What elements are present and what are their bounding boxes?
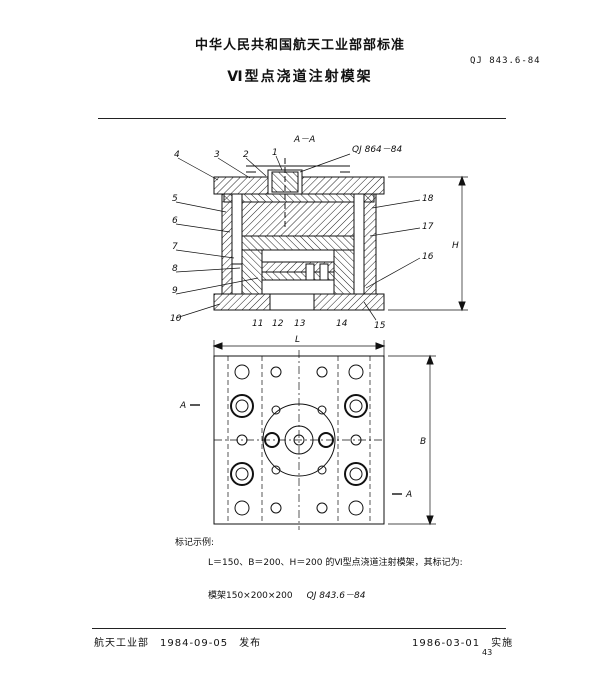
dimension-B: B	[420, 437, 426, 447]
section-view	[213, 158, 468, 312]
part-number-6: 6	[172, 216, 178, 226]
dimension-L: L	[295, 335, 300, 345]
part-number-7: 7	[172, 242, 178, 252]
part-number-1: 1	[272, 148, 278, 158]
section-label: A－A	[293, 135, 315, 145]
part-number-3: 3	[214, 150, 220, 160]
part-number-2: 2	[243, 150, 249, 160]
marking-example-text: L＝150、B＝200、H＝200 的Ⅵ型点浇道注射模架，其标记为:	[208, 558, 463, 568]
part-number-9: 9	[172, 286, 178, 296]
marking-example-title: 标记示例:	[175, 538, 215, 548]
part-number-5: 5	[172, 194, 178, 204]
part-number-16: 16	[422, 252, 434, 262]
plan-view	[190, 340, 436, 530]
section-mark-right: A	[405, 490, 412, 500]
marking-example-label: 模架150×200×200	[208, 591, 293, 601]
part-number-10: 10	[170, 314, 182, 324]
dimension-H: H	[452, 241, 459, 251]
part-number-11: 11	[252, 319, 263, 329]
footer-rule	[92, 628, 506, 629]
standard-number: QJ 843.6-84	[470, 56, 541, 66]
part-number-15: 15	[374, 321, 386, 331]
part-number-13: 13	[294, 319, 306, 329]
section-mark-left: A	[179, 401, 186, 411]
part-number-8: 8	[172, 264, 178, 274]
issue-date: 航天工业部 1984-09-05 发布	[94, 638, 262, 649]
part-leaders	[175, 153, 421, 321]
marking-example-code: QJ 843.6－84	[306, 591, 366, 601]
standard-org-title: 中华人民共和国航天工业部部标准	[194, 38, 405, 53]
part-number-4: 4	[174, 150, 180, 160]
header-rule	[98, 118, 506, 119]
page-number: 43	[482, 648, 493, 657]
part-number-17: 17	[422, 222, 434, 232]
part-number-12: 12	[272, 319, 284, 329]
part-number-14: 14	[336, 319, 348, 329]
marking-example: 模架150×200×200 QJ 843.6－84	[208, 588, 365, 601]
effective-date: 1986-03-01 实施	[412, 638, 514, 649]
part-number-18: 18	[422, 194, 434, 204]
reference-standard: QJ 864－84	[352, 145, 403, 155]
document-title: Ⅵ型点浇道注射模架	[227, 69, 373, 85]
